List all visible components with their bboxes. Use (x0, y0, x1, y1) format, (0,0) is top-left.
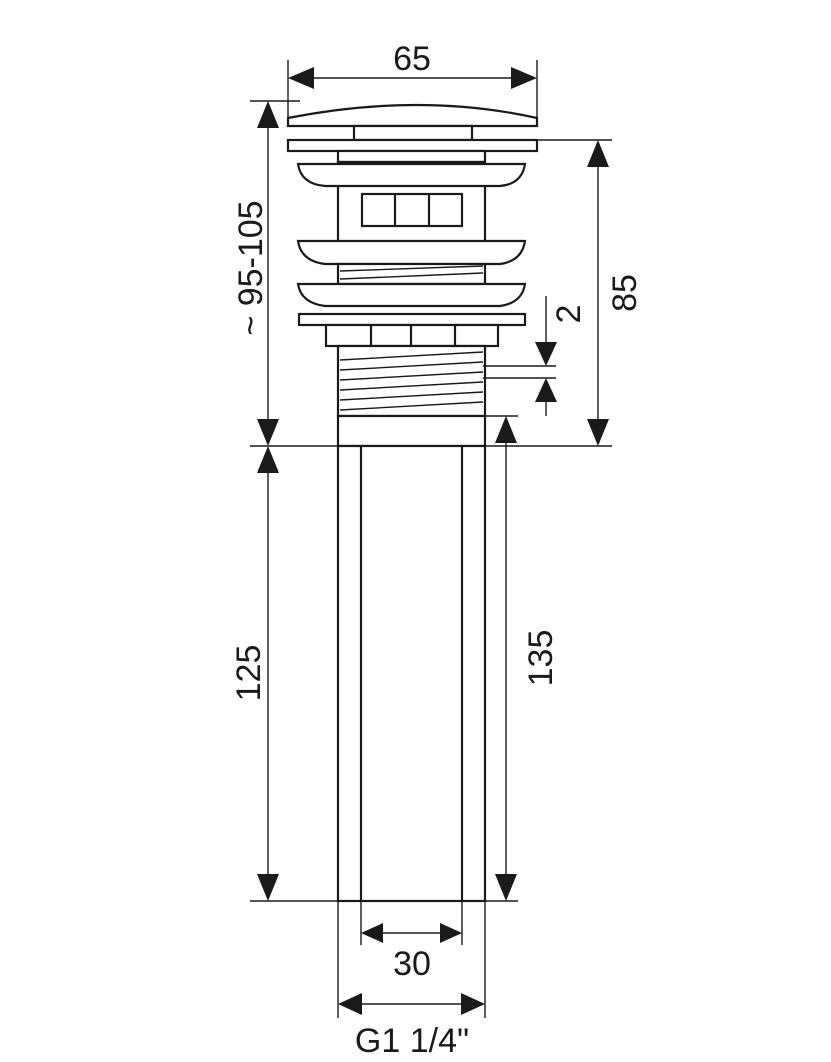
mid-thread-2 (339, 272, 484, 280)
mid-thread-1 (339, 265, 484, 272)
dim-tail-inner-label: 30 (393, 945, 431, 983)
dim-thread-size: G1 1/4" (338, 993, 485, 1060)
lock-plate (297, 312, 527, 327)
dim-cap-width-label: 65 (393, 40, 431, 78)
overflow-window (360, 192, 464, 228)
dim-body-height-label: 85 (606, 274, 644, 312)
disc-3 (296, 282, 527, 308)
flange-step (336, 149, 487, 164)
shank-threads (339, 351, 484, 411)
dim-tail-inner: 30 (361, 923, 462, 983)
dim-thread-size-label: G1 1/4" (355, 1022, 469, 1060)
tail-pipe (336, 444, 487, 903)
dim-tail-overall-label: 135 (522, 630, 560, 687)
dim-thread-pitch-label: 2 (550, 305, 588, 324)
cap-dome (286, 103, 539, 128)
dim-thread-pitch: 2 (535, 296, 588, 416)
base-ring (336, 414, 487, 448)
dim-total-height: ~ 95-105 (232, 101, 279, 446)
disc-2 (296, 239, 527, 266)
flange (286, 138, 539, 153)
cap-neck (352, 124, 474, 142)
dim-tail-overall: 135 (495, 416, 560, 901)
dim-body-height: 85 (587, 140, 644, 446)
drain-body (286, 103, 539, 903)
dim-tail-length-label: 125 (230, 645, 268, 702)
disc-1 (296, 162, 527, 188)
dim-total-height-label: ~ 95-105 (232, 200, 270, 335)
dim-tail-length: 125 (230, 446, 279, 901)
dim-cap-width: 65 (288, 40, 537, 89)
